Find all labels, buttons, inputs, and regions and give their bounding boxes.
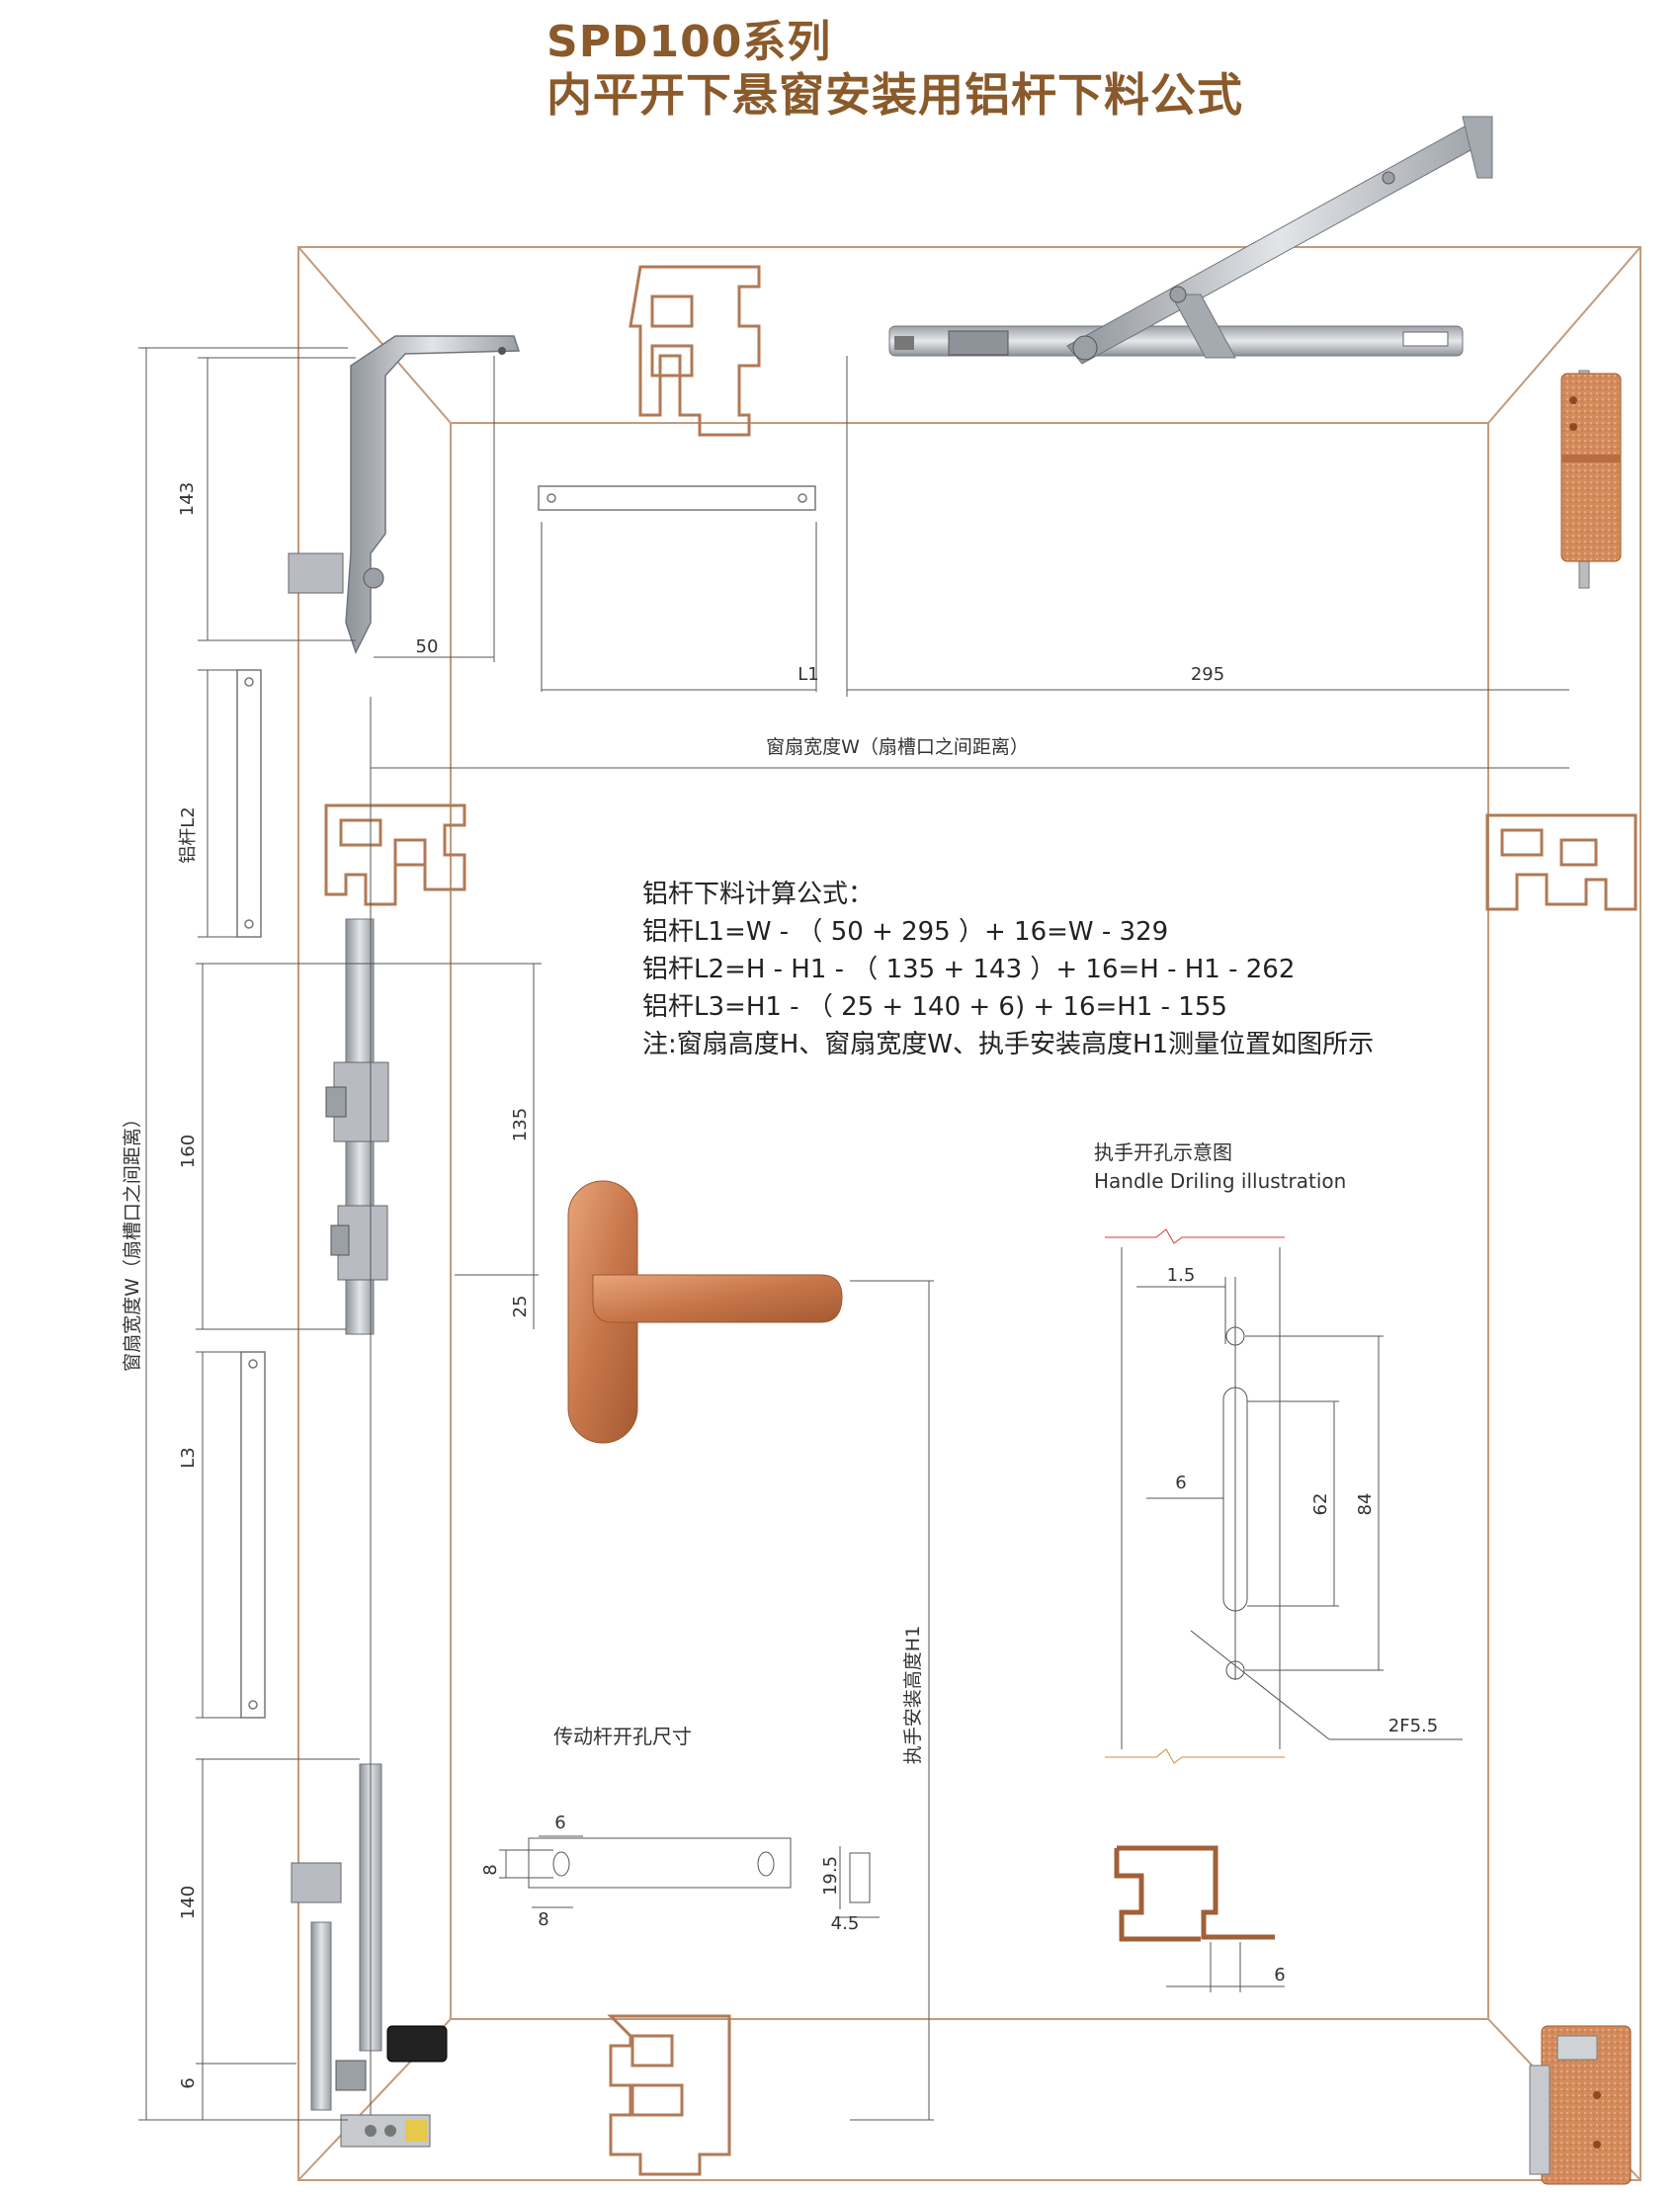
handle [567,1180,843,1444]
bottom-hinge [1529,2025,1632,2185]
rod-l1 [538,485,816,511]
dimension-lines [138,347,1569,2121]
window-frame [297,246,1641,2181]
title-series: SPD100系列 [546,17,832,67]
rod-l3 [240,1351,266,1719]
stay-arm [888,116,1493,365]
drill-dim-1-5: 1.5 [1167,1265,1196,1286]
drill-hole-label: 2F5.5 [1388,1716,1438,1736]
bottom-drive [291,1763,448,2148]
dim-295: 295 [1191,664,1224,685]
drill-dim-62: 62 [1310,1493,1331,1516]
formula-l2: 铝杆L2=H - H1 - （ 135 + 143 ）+ 16=H - H1 -… [642,955,1296,984]
formula-l3: 铝杆L3=H1 - （ 25 + 140 + 6) + 16=H1 - 155 [642,992,1227,1022]
dim-160: 160 [178,1135,199,1168]
rod-dim-19-5: 19.5 [820,1856,841,1896]
handle-drill-title-cn: 执手开孔示意图 [1094,1140,1232,1164]
dim-50: 50 [416,636,439,657]
drill-dim-84: 84 [1355,1493,1376,1516]
formula-note: 注:窗扇高度H、窗扇宽度W、执手安装高度H1测量位置如图所示 [642,1030,1375,1059]
rod-hole-diagram [499,1835,880,1918]
dim-l3: L3 [178,1447,199,1468]
profile-dim-lines [1166,1942,1285,1992]
dim-sash-height: 窗扇宽度W（扇槽口之间距离） [122,1109,143,1372]
dim-6: 6 [178,2077,199,2088]
dim-sash-width: 窗扇宽度W（扇槽口之间距离） [766,736,1029,758]
rod-l2 [236,669,262,938]
rod-dim-8-horizontal: 8 [538,1909,548,1930]
dim-l1: L1 [798,664,818,685]
profile-section-left [324,803,466,906]
top-hinge [1560,370,1622,589]
rod-hole-title: 传动杆开孔尺寸 [553,1725,692,1748]
title-subtitle: 内平开下悬窗安装用铝杆下料公式 [546,68,1243,122]
formula-l1: 铝杆L1=W - （ 50 + 295 ）+ 16=W - 329 [642,917,1169,947]
rod-dim-6: 6 [554,1813,565,1833]
drill-dim-6: 6 [1175,1473,1186,1493]
handle-drill-diagram [1105,1228,1463,1764]
handle-drill-title-en: Handle Driling illustration [1094,1169,1346,1193]
dim-140: 140 [178,1886,199,1919]
corner-drive-top [288,335,521,654]
profile-dim-6: 6 [1274,1965,1285,1985]
dim-135: 135 [510,1108,531,1141]
rod-dim-4-5: 4.5 [831,1913,860,1934]
rod-dim-8-vertical: 8 [480,1864,501,1875]
dim-25: 25 [510,1296,531,1318]
sash-profile-section [1114,1845,1275,1942]
formula-heading: 铝杆下料计算公式： [642,880,875,909]
profile-section-top [629,265,761,437]
formula-block: 铝杆下料计算公式： 铝杆L1=W - （ 50 + 295 ）+ 16=W - … [642,876,1374,1063]
profile-section-bottom [607,2014,731,2176]
dim-143: 143 [177,482,198,516]
profile-section-right [1485,813,1638,911]
center-lock [325,918,389,1335]
dim-l2: 铝杆L2 [178,806,199,863]
dim-handle-height: 执手安装高度H1 [902,1626,924,1764]
